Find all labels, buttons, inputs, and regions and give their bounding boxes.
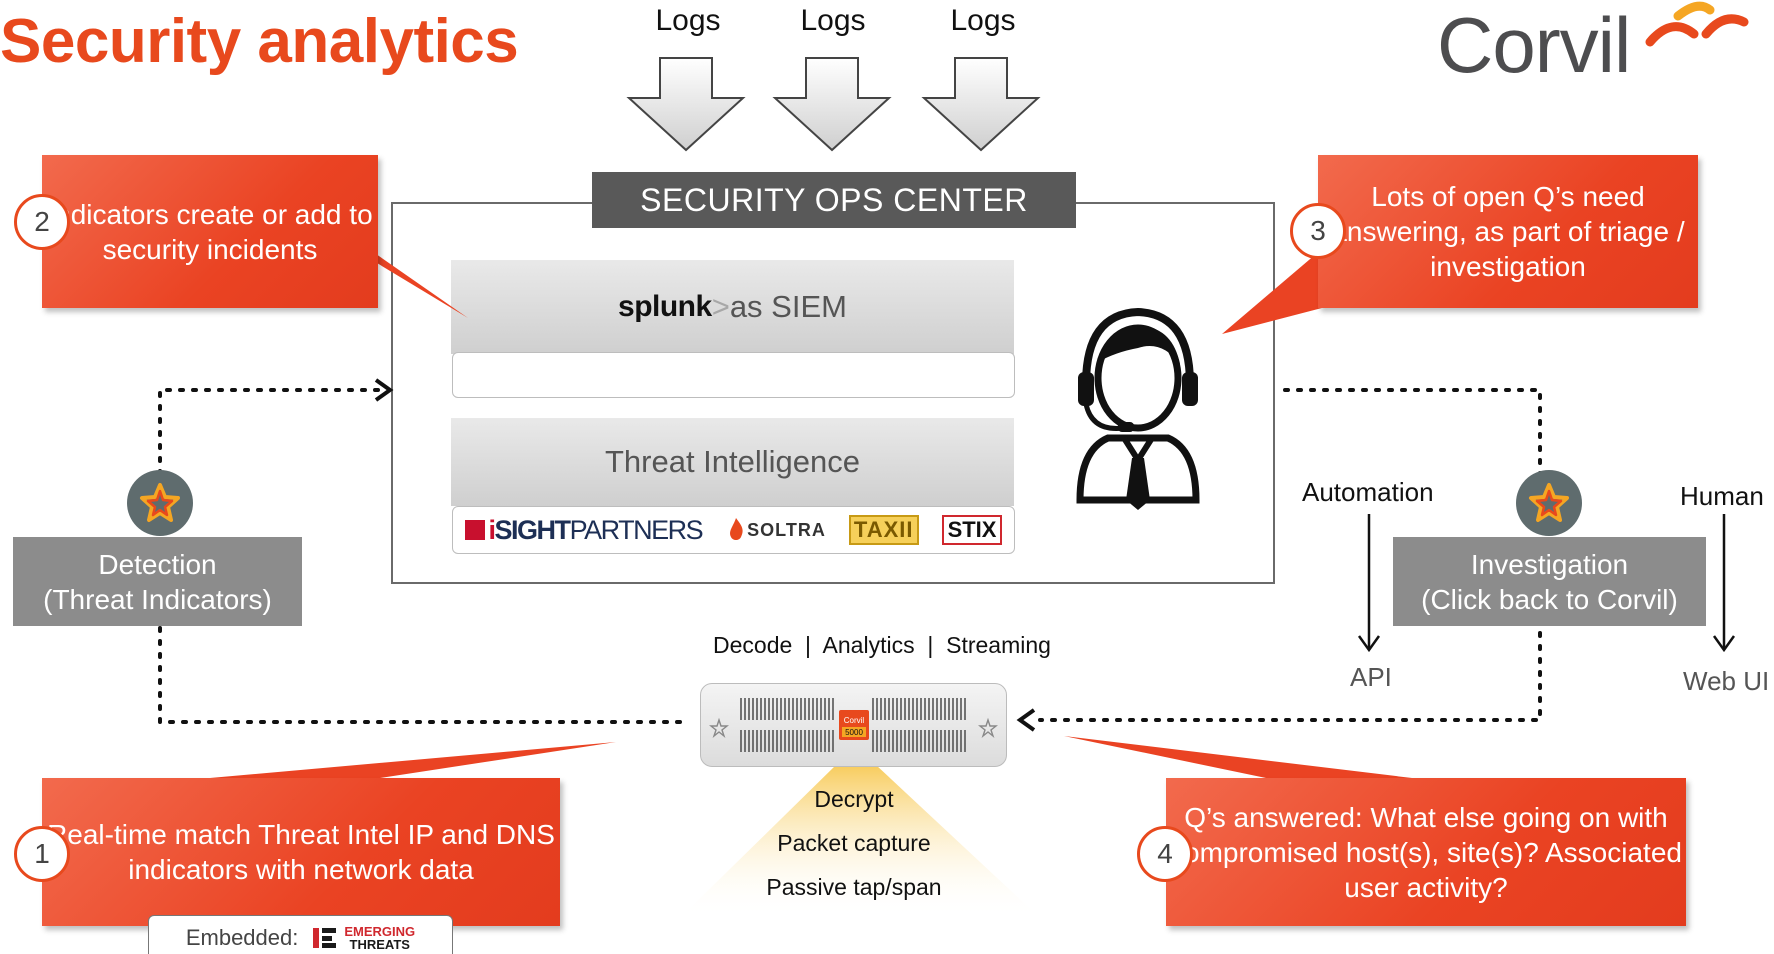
step-number-4: 4 — [1137, 826, 1193, 882]
appliance-functions: Decode | Analytics | Streaming — [713, 632, 1051, 658]
appliance-model: 5000 — [845, 728, 863, 737]
threat-intel-panel: Threat Intelligence — [451, 418, 1014, 506]
step-number-2: 2 — [14, 194, 70, 250]
logs-arrows — [626, 57, 1041, 152]
stix-logo: STIX — [941, 515, 1003, 545]
callout-open-questions: Lots of open Q’s need answering, as part… — [1318, 155, 1698, 308]
embedded-label: Embedded: — [185, 925, 299, 950]
siem-empty-field — [452, 352, 1015, 398]
analyst-headset-icon — [1076, 307, 1200, 510]
logs-label-3: Logs — [950, 4, 1016, 37]
web-ui-label: Web UI — [1683, 666, 1770, 696]
capability-packet-capture: Packet capture — [777, 830, 931, 856]
investigation-title: Investigation — [1470, 548, 1629, 580]
arrow-down-icon — [1357, 635, 1381, 653]
detection-badge — [127, 470, 193, 536]
automation-label: Automation — [1302, 477, 1434, 507]
capability-decrypt: Decrypt — [814, 786, 894, 812]
appliance-badge: Corvil — [844, 716, 865, 725]
down-arrow-icon — [626, 57, 746, 152]
down-arrow-icon — [921, 57, 1041, 152]
detection-title: Detection — [98, 548, 217, 580]
step-number-3: 3 — [1290, 203, 1346, 259]
detection-box: Detection (Threat Indicators) — [13, 537, 302, 626]
arrow-left-icon — [1016, 708, 1036, 732]
down-arrow-icon — [772, 57, 892, 152]
emerging-threats-mark-icon — [313, 928, 337, 948]
investigation-subtitle: (Click back to Corvil) — [1421, 583, 1678, 615]
callout-indicators: Indicators create or add to security inc… — [42, 155, 378, 308]
soltra-flame-icon — [730, 518, 743, 540]
siem-panel: splunk>as SIEM — [451, 260, 1014, 354]
taxii-logo: TAXII — [848, 515, 919, 545]
detection-subtitle: (Threat Indicators) — [43, 583, 272, 615]
logs-label-1: Logs — [655, 4, 721, 37]
step-number-1: 1 — [14, 826, 70, 882]
splunk-logo: splunk — [618, 290, 712, 323]
api-label: API — [1350, 662, 1392, 692]
appliance-front-panel: Corvil 5000 — [709, 698, 998, 752]
corvil-logo-arcs-icon — [1645, 1, 1749, 47]
slide-title: Security analytics — [0, 7, 519, 76]
splunk-chevron: > — [711, 289, 730, 324]
corvil-logo: Corvil — [1437, 1, 1631, 89]
callout-answered: Q’s answered: What else going on with co… — [1166, 778, 1686, 926]
corvil-star-icon — [1529, 483, 1569, 522]
siem-label: as SIEM — [729, 289, 847, 324]
callout-realtime-match: Real-time match Threat Intel IP and DNS … — [42, 778, 560, 926]
logs-label-2: Logs — [800, 4, 866, 37]
soltra-logo: SOLTRA — [725, 517, 826, 543]
soc-header: SECURITY OPS CENTER — [592, 172, 1076, 228]
human-label: Human — [1680, 481, 1764, 511]
capability-passive-tap: Passive tap/span — [766, 874, 942, 900]
investigation-box: Investigation (Click back to Corvil) — [1393, 537, 1706, 626]
arrow-down-icon — [1712, 635, 1736, 653]
corvil-star-icon — [140, 483, 180, 522]
corvil-appliance: Corvil 5000 — [700, 683, 1007, 767]
arrow-right-icon — [374, 378, 394, 402]
investigation-badge — [1516, 470, 1582, 536]
isight-mark-icon — [464, 520, 485, 540]
